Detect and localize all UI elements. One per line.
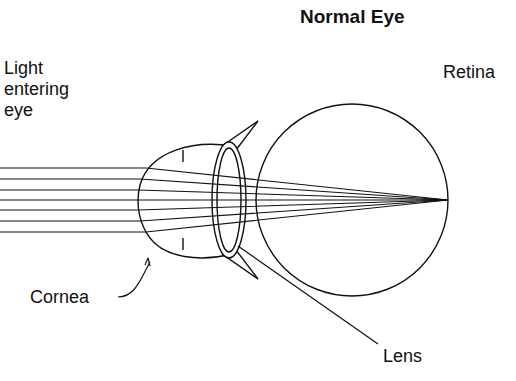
lens-label: Lens [383,346,422,367]
leader-line [118,262,150,297]
diagram-title: Normal Eye [300,6,405,27]
light-rays [0,168,448,232]
retina-label: Retina [443,62,495,83]
light-label: Light entering eye [4,58,74,121]
leader-line [238,246,378,344]
cornea-label: Cornea [30,287,89,308]
leader-tick [145,258,150,266]
